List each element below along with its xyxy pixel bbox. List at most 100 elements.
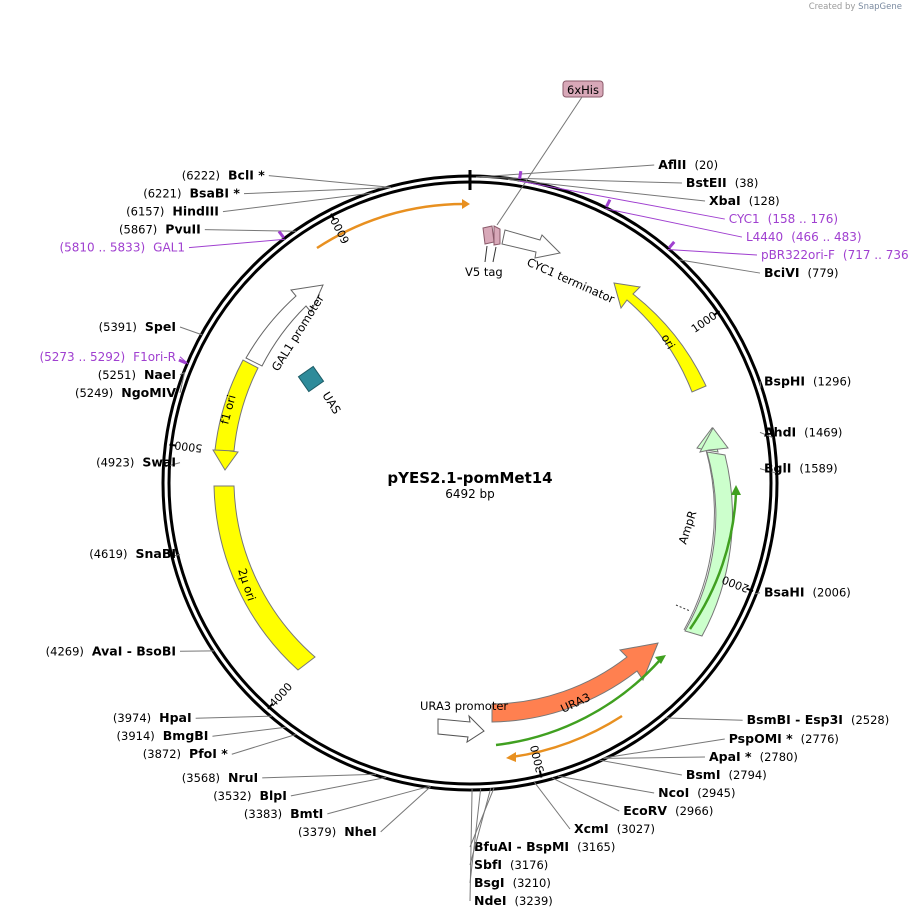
site-label[interactable]: XcmI(3027) [574, 821, 655, 836]
site-name: SwaI [142, 455, 176, 470]
credit-prefix: Created by [808, 2, 856, 12]
site-position: (2776) [801, 732, 839, 746]
site-leader-line [604, 738, 725, 759]
plasmid-length: 6492 bp [445, 487, 495, 501]
site-label[interactable]: (3532)BlpI [213, 788, 287, 803]
site-name: EcoRV [623, 803, 667, 818]
v5-tag-feature[interactable] [482, 225, 495, 245]
site-label[interactable]: (3379)NheI [298, 824, 377, 839]
primer-mark [518, 170, 523, 180]
site-label[interactable]: AhdI(1469) [764, 424, 842, 439]
gal1-promoter-feature[interactable] [245, 284, 324, 367]
site-name: BsgI [474, 875, 505, 890]
uas-label: UAS [319, 389, 343, 416]
site-label[interactable]: (6221)BsaBI * [143, 186, 240, 201]
site-label[interactable]: (4269)AvaI - BsoBI [46, 643, 176, 658]
site-name: BsaBI * [190, 186, 241, 201]
primer-label[interactable]: (5810 .. 5833)GAL1 [59, 241, 185, 255]
site-label[interactable]: (3383)BmtI [244, 806, 323, 821]
site-label[interactable]: (4923)SwaI [96, 455, 176, 470]
site-leader-line [327, 785, 430, 815]
site-label[interactable]: (3872)PfoI * [143, 746, 228, 761]
site-label[interactable]: BstEII(38) [686, 175, 758, 190]
site-label[interactable]: XbaI(128) [709, 193, 780, 208]
site-leader-line [599, 759, 682, 776]
site-position: (128) [749, 194, 780, 208]
site-position: (3210) [513, 876, 551, 890]
primer-name: L4440 [746, 230, 783, 244]
site-leader-line [179, 371, 185, 376]
site-label[interactable]: AflII(20) [658, 157, 718, 172]
site-label[interactable]: BciVI(779) [764, 265, 838, 280]
site-name: HpaI [159, 710, 192, 725]
site-label[interactable]: NdeI(3239) [474, 893, 553, 908]
site-name: SnaBI [135, 546, 176, 561]
site-label[interactable]: BglI(1589) [764, 461, 838, 476]
site-label[interactable]: (5391)SpeI [99, 319, 176, 334]
site-label[interactable]: (5251)NaeI [98, 367, 176, 382]
primer-leader-line [179, 356, 189, 365]
site-leader-line [179, 372, 185, 393]
his-tag-box[interactable] [562, 80, 604, 98]
site-label[interactable]: BspHI(1296) [764, 373, 851, 388]
site-position: (5251) [98, 368, 136, 382]
site-label[interactable]: BsmBI - Esp3I(2528) [747, 712, 890, 727]
primer-mark [277, 230, 285, 239]
site-name: BciVI [764, 265, 800, 280]
tick-mark [713, 310, 721, 316]
primer-label[interactable]: pBR322ori-F(717 .. 736) [761, 248, 908, 262]
backbone [161, 170, 779, 792]
site-label[interactable]: (5867)PvuII [119, 222, 201, 237]
tick-mark [746, 587, 754, 593]
site-label[interactable]: ApaI *(2780) [709, 749, 798, 764]
plasmid-name: pYES2.1-pomMet14 [387, 469, 552, 487]
site-label[interactable]: PspOMI *(2776) [729, 731, 839, 746]
site-label[interactable]: (4619)SnaBI [89, 546, 176, 561]
two-micron-ori-feature[interactable] [213, 485, 316, 671]
site-name: NcoI [658, 785, 689, 800]
site-name: NheI [344, 824, 377, 839]
site-label[interactable]: (6157)HindIII [126, 204, 219, 219]
primer-label[interactable]: L4440(466 .. 483) [746, 230, 862, 244]
tick-mark [330, 213, 336, 221]
site-name: BsmI [686, 767, 721, 782]
site-name: NgoMIV [121, 385, 176, 400]
site-label[interactable]: BsgI (3210) [474, 875, 551, 890]
site-leader-line [755, 592, 761, 595]
site-label[interactable]: NcoI(2945) [658, 785, 735, 800]
site-leader-line [469, 787, 495, 848]
site-label[interactable]: (5249)NgoMIV [75, 385, 176, 400]
site-leader-line [603, 756, 705, 759]
site-name: BclI * [228, 168, 265, 183]
site-name: XcmI [574, 821, 609, 836]
site-position: (3165) [577, 840, 615, 854]
site-position: (1469) [804, 425, 842, 439]
uas-feature[interactable] [297, 365, 325, 393]
site-position: (38) [735, 176, 759, 190]
site-label[interactable]: EcoRV(2966) [623, 803, 713, 818]
ura3-feature[interactable] [491, 642, 659, 723]
site-label[interactable]: (3568)NruI [182, 770, 258, 785]
site-label[interactable]: SbfI(3176) [474, 857, 548, 872]
site-leader-line [679, 259, 761, 274]
site-label[interactable]: (6222)BclI * [182, 168, 265, 183]
site-label[interactable]: BsmI(2794) [686, 767, 767, 782]
site-leader-line [469, 788, 473, 902]
site-leader-line [469, 788, 482, 884]
primer-leader-line [667, 248, 757, 256]
primer-label[interactable]: (5273 .. 5292)F1ori-R [39, 350, 176, 364]
snapgene-logo-text: SnapGene [858, 2, 902, 12]
site-label[interactable]: (3974)HpaI [113, 710, 192, 725]
ori-feature[interactable] [613, 282, 707, 393]
site-leader-line [290, 776, 387, 797]
ura3-promoter-feature[interactable] [437, 714, 485, 744]
site-label[interactable]: BfuAI - BspMI(3165) [474, 839, 615, 854]
cyc1-terminator-feature[interactable] [501, 229, 562, 259]
primer-mark [178, 358, 187, 365]
site-label[interactable]: (3914)BmgBI [117, 728, 209, 743]
site-position: (6157) [126, 205, 164, 219]
tick-label: 3000 [528, 744, 547, 774]
primer-label[interactable]: CYC1(158 .. 176) [729, 212, 838, 226]
site-leader-line [481, 176, 682, 184]
site-label[interactable]: BsaHI(2006) [764, 585, 851, 600]
